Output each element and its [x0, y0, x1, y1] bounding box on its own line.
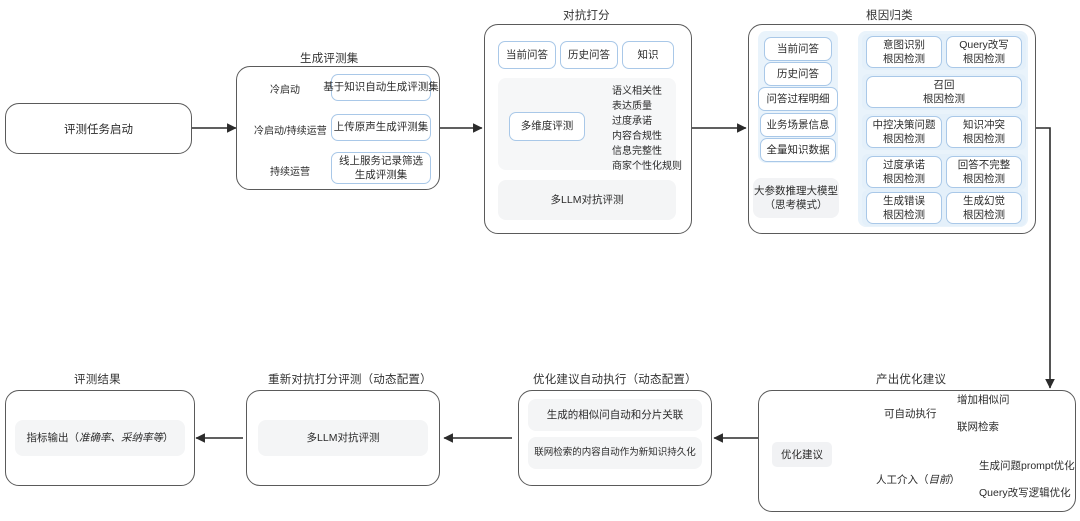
- detector-1-line1: Query改写: [959, 38, 1009, 51]
- rootcause-title: 根因归类: [866, 10, 913, 22]
- detector-2-line2: 根因检测: [923, 93, 965, 105]
- scoring-footer-label: 多LLM对抗评测: [550, 193, 624, 206]
- suggestions-branch-1-label-main: 人工介入（: [876, 474, 929, 486]
- suggestions-branch-1-label-ital: 目前: [928, 474, 950, 486]
- autoexec-title: 优化建议自动执行（动态配置）: [533, 374, 697, 386]
- rootcause-input-4-label: 全量知识数据: [766, 143, 830, 156]
- rootcause-model-note-line1: 大参数推理大模型: [754, 184, 838, 197]
- result-item-prefix: 指标输出（: [26, 431, 80, 444]
- geneval-condition-2: 持续运营: [270, 167, 310, 178]
- detector-5-line2: 根因检测: [883, 173, 925, 185]
- rescore-item[interactable]: 多LLM对抗评测: [258, 420, 428, 456]
- detector-5-line1: 过度承诺: [883, 158, 925, 171]
- result-item-ital: 准确率、采纳率等: [79, 431, 163, 444]
- autoexec-item-1[interactable]: 联网检索的内容自动作为新知识持久化: [528, 437, 702, 469]
- detector-8-line2: 根因检测: [963, 209, 1005, 221]
- detector-3-line1: 中控决策问题: [872, 118, 936, 131]
- scoring-input-2-label: 知识: [637, 48, 659, 61]
- detector-6-line1: 回答不完整: [957, 158, 1011, 171]
- detector-5[interactable]: 过度承诺 根因检测: [866, 156, 942, 188]
- scoring-input-0[interactable]: 当前问答: [498, 41, 556, 69]
- detector-0[interactable]: 意图识别 根因检测: [866, 36, 942, 68]
- scoring-dimension-1: 表达质量: [612, 101, 652, 112]
- geneval-target-2-line2: 生成评测集: [354, 169, 408, 181]
- scoring-input-0-label: 当前问答: [506, 48, 548, 61]
- start-node[interactable]: 评测任务启动: [5, 103, 192, 154]
- suggestions-branch-1-leaf-1: Query改写逻辑优化: [979, 487, 1071, 499]
- rootcause-input-3-label: 业务场景信息: [766, 118, 830, 131]
- autoexec-item-0[interactable]: 生成的相似问自动和分片关联: [528, 399, 702, 431]
- detector-4[interactable]: 知识冲突 根因检测: [946, 116, 1022, 148]
- scoring-dimension-0: 语义相关性: [612, 86, 662, 97]
- rootcause-input-2[interactable]: 问答过程明细: [758, 87, 838, 111]
- scoring-title: 对抗打分: [563, 10, 610, 22]
- detector-8-line1: 生成幻觉: [963, 194, 1005, 207]
- scoring-footer-card: 多LLM对抗评测: [498, 180, 676, 220]
- geneval-target-1[interactable]: 上传原声生成评测集: [331, 114, 431, 141]
- suggestions-branch-1-label-tail: ）: [949, 474, 961, 486]
- rootcause-model-note: 大参数推理大模型 （思考模式）: [753, 178, 839, 218]
- suggestions-title: 产出优化建议: [876, 374, 947, 386]
- geneval-title: 生成评测集: [300, 53, 359, 65]
- geneval-target-0-label: 基于知识自动生成评测集: [323, 81, 439, 94]
- geneval-condition-1: 冷启动/持续运营: [254, 126, 327, 137]
- rootcause-input-0-label: 当前问答: [777, 42, 819, 55]
- rootcause-input-1-label: 历史问答: [777, 67, 819, 80]
- geneval-target-2-line1: 线上服务记录筛选: [339, 154, 423, 167]
- suggestions-branch-0-leaf-1: 联网检索: [957, 421, 999, 433]
- scoring-dimension-2: 过度承诺: [612, 116, 652, 127]
- detector-4-line1: 知识冲突: [963, 118, 1005, 131]
- scoring-input-1-label: 历史问答: [568, 48, 610, 61]
- result-item: 指标输出（准确率、采纳率等）: [15, 420, 185, 456]
- suggestions-root-node[interactable]: 优化建议: [772, 442, 832, 467]
- arrow-rootcause-to-suggestions: [1036, 127, 1055, 389]
- rootcause-input-1[interactable]: 历史问答: [764, 62, 832, 86]
- scoring-dimension-5: 商家个性化规则: [612, 161, 682, 172]
- scoring-multidim-node[interactable]: 多维度评测: [509, 112, 585, 141]
- detector-0-line2: 根因检测: [883, 53, 925, 65]
- geneval-condition-0: 冷启动: [270, 85, 300, 96]
- autoexec-item-0-label: 生成的相似问自动和分片关联: [546, 408, 684, 421]
- detector-1-line2: 根因检测: [963, 53, 1005, 65]
- rescore-item-label: 多LLM对抗评测: [306, 431, 380, 444]
- detector-3-line2: 根因检测: [883, 133, 925, 145]
- scoring-input-1[interactable]: 历史问答: [560, 41, 618, 69]
- suggestions-branch-1-label: 人工介入（目前）: [876, 472, 960, 487]
- detector-3[interactable]: 中控决策问题 根因检测: [866, 116, 942, 148]
- suggestions-branch-0-leaf-0: 增加相似问: [957, 394, 1010, 406]
- scoring-input-2[interactable]: 知识: [622, 41, 674, 69]
- geneval-target-2[interactable]: 线上服务记录筛选 生成评测集: [331, 152, 431, 184]
- rootcause-input-2-label: 问答过程明细: [766, 92, 830, 105]
- rootcause-input-0[interactable]: 当前问答: [764, 37, 832, 61]
- rescore-title: 重新对抗打分评测（动态配置）: [268, 374, 432, 386]
- suggestions-branch-1-leaf-0: 生成问题prompt优化: [979, 460, 1075, 472]
- suggestions-root-label: 优化建议: [781, 449, 823, 461]
- detector-2[interactable]: 召回 根因检测: [866, 76, 1022, 108]
- scoring-dimension-3: 内容合规性: [612, 131, 662, 142]
- detector-0-line1: 意图识别: [883, 38, 925, 51]
- rootcause-input-4[interactable]: 全量知识数据: [760, 138, 836, 162]
- detector-8[interactable]: 生成幻觉 根因检测: [946, 192, 1022, 224]
- detector-7-line2: 根因检测: [883, 209, 925, 221]
- scoring-multidim-node-label: 多维度评测: [520, 120, 574, 133]
- detector-7[interactable]: 生成错误 根因检测: [866, 192, 942, 224]
- scoring-dimension-4: 信息完整性: [612, 146, 662, 157]
- detector-6[interactable]: 回答不完整 根因检测: [946, 156, 1022, 188]
- rootcause-input-3[interactable]: 业务场景信息: [760, 113, 836, 137]
- result-item-suffix: ）: [163, 431, 174, 444]
- start-node-label: 评测任务启动: [64, 123, 133, 136]
- autoexec-item-1-label: 联网检索的内容自动作为新知识持久化: [534, 446, 696, 458]
- geneval-target-1-label: 上传原声生成评测集: [333, 121, 429, 134]
- result-item-text: 指标输出（准确率、采纳率等）: [27, 431, 174, 445]
- suggestions-branch-0-label: 可自动执行: [884, 408, 937, 420]
- detector-4-line2: 根因检测: [963, 133, 1005, 145]
- detector-6-line2: 根因检测: [963, 173, 1005, 185]
- detector-2-line1: 召回: [933, 78, 955, 91]
- detector-7-line1: 生成错误: [883, 194, 925, 207]
- result-title: 评测结果: [74, 374, 121, 386]
- rootcause-model-note-line2: （思考模式）: [764, 199, 828, 211]
- detector-1[interactable]: Query改写 根因检测: [946, 36, 1022, 68]
- geneval-target-0[interactable]: 基于知识自动生成评测集: [323, 74, 439, 101]
